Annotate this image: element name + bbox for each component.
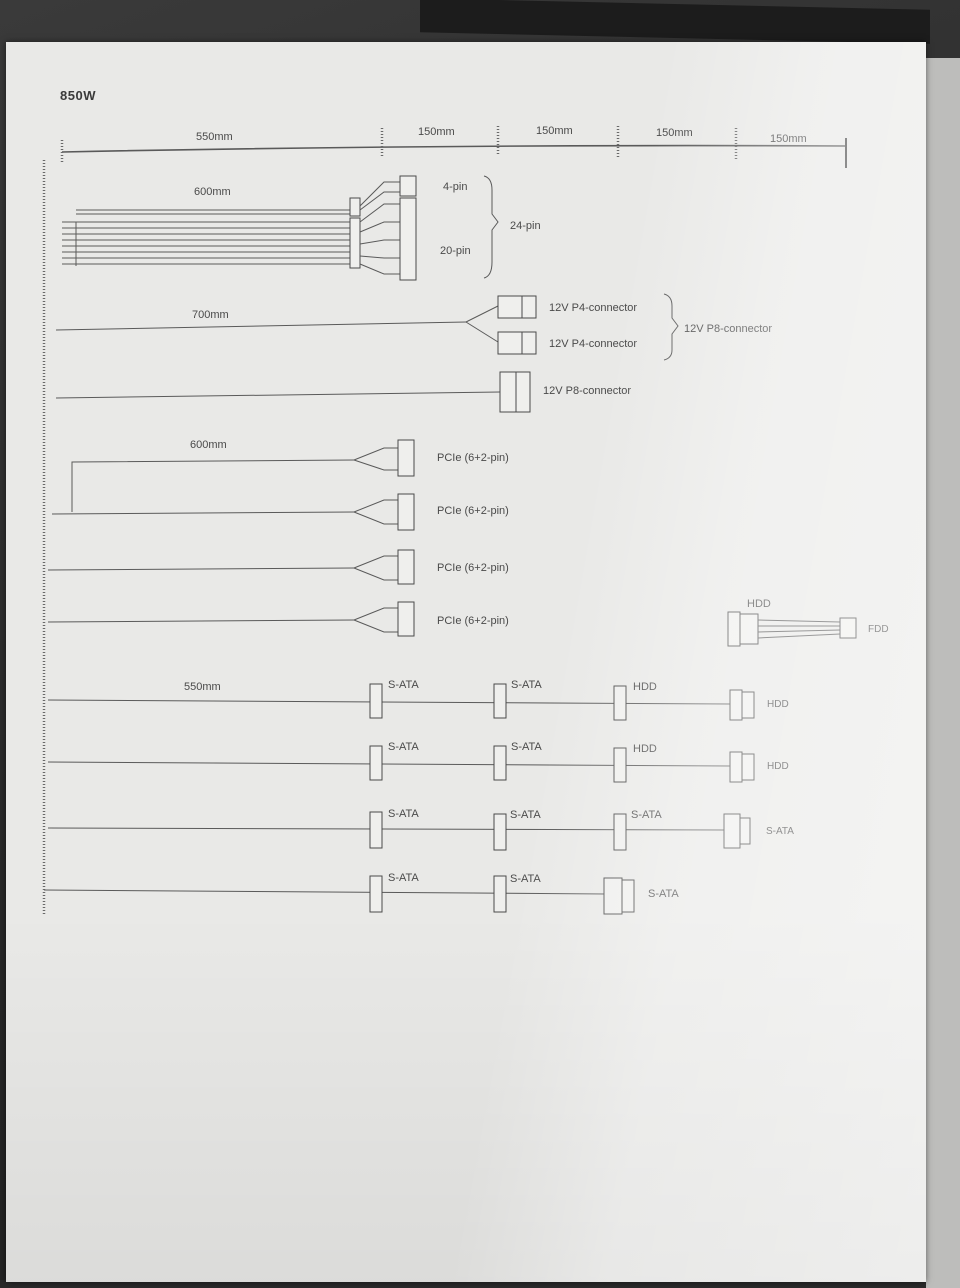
- atx-4pin-connector: [399, 175, 417, 197]
- sata-connector: [493, 683, 507, 719]
- sata-connector: [493, 875, 507, 913]
- atx-24pin-cable: 600mm 4-pin 20-pin: [62, 175, 541, 281]
- sata-power-connector: [723, 813, 741, 849]
- pcie-label-4: PCIe (6+2-pin): [437, 615, 509, 627]
- next-page-edge: [926, 58, 960, 1288]
- p2-c3-label: HDD: [633, 743, 657, 755]
- p8-group-label: 12V P8-connector: [684, 323, 772, 335]
- molex-connector: [613, 685, 627, 721]
- ruler-label-5: 150mm: [770, 133, 807, 145]
- p1-c1-label: S-ATA: [388, 679, 419, 691]
- fdd-adapter-hdd-label: HDD: [747, 598, 771, 610]
- p4-connector-b: [497, 331, 523, 355]
- pcie-connector-3: [397, 549, 415, 585]
- molex-connector: [613, 747, 627, 783]
- p1-c2-label: S-ATA: [511, 679, 542, 691]
- pcie-label-2: PCIe (6+2-pin): [437, 505, 509, 517]
- atx-20pin-connector: [399, 197, 417, 281]
- eps-p8-cable: 12V P8-connector: [55, 371, 631, 413]
- eps-length: 700mm: [192, 309, 229, 321]
- sata-connector: [369, 811, 383, 849]
- sata-connector: [369, 875, 383, 913]
- p3-c4-label: S-ATA: [766, 826, 794, 837]
- sata-connector: [493, 813, 507, 851]
- fdd-label: FDD: [868, 624, 889, 635]
- molex-connector: [729, 689, 743, 721]
- p3-c3-label: S-ATA: [631, 809, 662, 821]
- p8-single-label: 12V P8-connector: [543, 385, 631, 397]
- pcie-connector-2: [397, 493, 415, 531]
- ruler-label-3: 150mm: [536, 125, 573, 137]
- p4-label-b: 12V P4-connector: [549, 338, 637, 350]
- p4-connector-a: [497, 295, 523, 319]
- p4-label-a: 12V P4-connector: [549, 302, 637, 314]
- peripheral-cable-2: S-ATA S-ATA HDD HDD: [47, 741, 789, 783]
- sata-connector: [369, 683, 383, 719]
- p1-c4-label: HDD: [767, 699, 789, 710]
- fdd-adapter-hdd-connector: [739, 613, 759, 645]
- atx-4pin-label: 4-pin: [443, 181, 467, 193]
- length-ruler: 550mm 150mm 150mm 150mm 150mm: [60, 125, 847, 168]
- p1-c3-label: HDD: [633, 681, 657, 693]
- eps-p4p4-cable: 700mm 12V P4-connector 12V P4-connector …: [55, 293, 772, 361]
- fdd-adapter-cable: HDD FDD: [727, 598, 889, 647]
- pcie-label-3: PCIe (6+2-pin): [437, 562, 509, 574]
- pcie-connector-4: [397, 601, 415, 637]
- p3-c2-label: S-ATA: [510, 809, 541, 821]
- p2-c4-label: HDD: [767, 761, 789, 772]
- sata-power-connector: [603, 877, 623, 915]
- atx-20pin-label: 20-pin: [440, 245, 471, 257]
- p4-c2-label: S-ATA: [510, 873, 541, 885]
- molex-connector: [729, 751, 743, 783]
- sata-connector: [369, 745, 383, 781]
- p4-c3-label: S-ATA: [648, 888, 679, 900]
- p4-c1-label: S-ATA: [388, 872, 419, 884]
- peripheral-cable-3: S-ATA S-ATA S-ATA S-ATA: [47, 808, 794, 851]
- pcie-label-1: PCIe (6+2-pin): [437, 452, 509, 464]
- page-title: 850W: [60, 88, 96, 103]
- fdd-connector: [839, 617, 857, 639]
- peripheral-length: 550mm: [184, 681, 221, 693]
- pcie-cables: 600mm PCIe (6+2-pin) PCIe (6+2-pin) PCIe…: [47, 439, 509, 637]
- ruler-label-4: 150mm: [656, 127, 693, 139]
- ruler-label-1: 550mm: [196, 131, 233, 143]
- peripheral-cable-4: S-ATA S-ATA S-ATA: [43, 872, 679, 915]
- p3-c1-label: S-ATA: [388, 808, 419, 820]
- sata-connector: [613, 813, 627, 851]
- p2-c1-label: S-ATA: [388, 741, 419, 753]
- p2-c2-label: S-ATA: [511, 741, 542, 753]
- pcie-connector-1: [397, 439, 415, 477]
- pcie-length: 600mm: [190, 439, 227, 451]
- sata-connector: [493, 745, 507, 781]
- atx-24pin-label: 24-pin: [510, 220, 541, 232]
- peripheral-cable-1: 550mm S-ATA S-ATA HDD HDD: [47, 679, 789, 721]
- p8-connector: [499, 371, 517, 413]
- ruler-label-2: 150mm: [418, 126, 455, 138]
- atx-length: 600mm: [194, 186, 231, 198]
